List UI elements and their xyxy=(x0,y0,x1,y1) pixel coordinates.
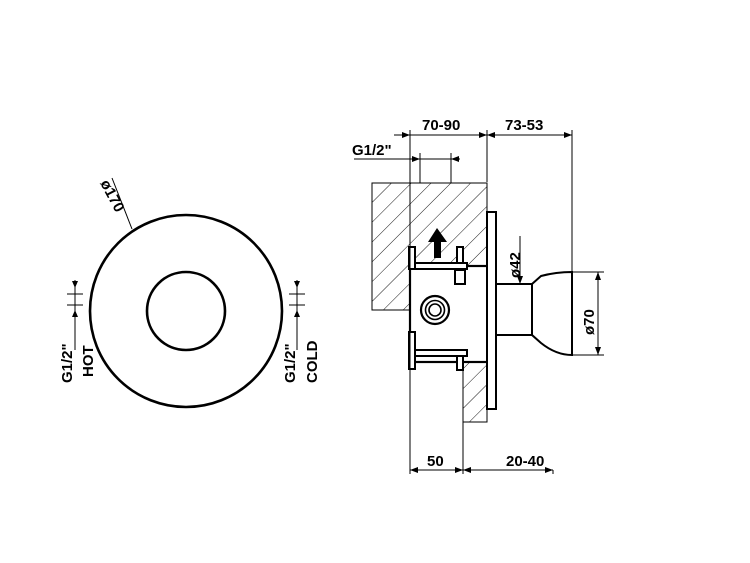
inlet-port xyxy=(419,294,451,326)
hot-label: HOT xyxy=(80,345,97,377)
dim-70-90: 70-90 xyxy=(422,117,460,134)
cold-thread-label: G1/2" xyxy=(282,343,299,383)
hot-thread-label: G1/2" xyxy=(59,343,76,383)
cover-plate-inner-circle xyxy=(145,270,227,352)
plate-diameter-dimension xyxy=(595,272,601,355)
top-dimension-ticks xyxy=(402,132,572,162)
dim-50: 50 xyxy=(427,453,444,470)
dim-73-53: 73-53 xyxy=(505,117,543,134)
cold-connection-dimension xyxy=(289,280,305,350)
dim-20-40: 20-40 xyxy=(506,453,544,470)
cover-plate-outer-circle xyxy=(88,213,284,409)
spindle xyxy=(495,283,533,336)
side-view: 70-90 73-53 G1/2" ø42 ø70 50 20-40 xyxy=(352,117,604,474)
outer-diameter-label: ø170 xyxy=(96,177,127,215)
handle-diameter-dimension xyxy=(517,236,523,284)
flow-direction-arrow-icon xyxy=(428,228,447,258)
plate-diameter-label: ø70 xyxy=(581,309,598,335)
extension-lines xyxy=(409,130,604,474)
cover-plate-side xyxy=(486,211,497,410)
cold-label: COLD xyxy=(304,340,321,383)
mounting-tabs xyxy=(408,246,468,371)
hot-connection-dimension xyxy=(67,280,83,350)
handle-diameter-label: ø42 xyxy=(507,252,524,278)
handle xyxy=(531,270,573,357)
thread-label: G1/2" xyxy=(352,142,392,159)
front-view: ø170 G1/2" HOT G1/2" COLD xyxy=(59,177,321,409)
diameter-leader xyxy=(111,177,133,230)
bottom-dimension-lines xyxy=(410,467,553,473)
